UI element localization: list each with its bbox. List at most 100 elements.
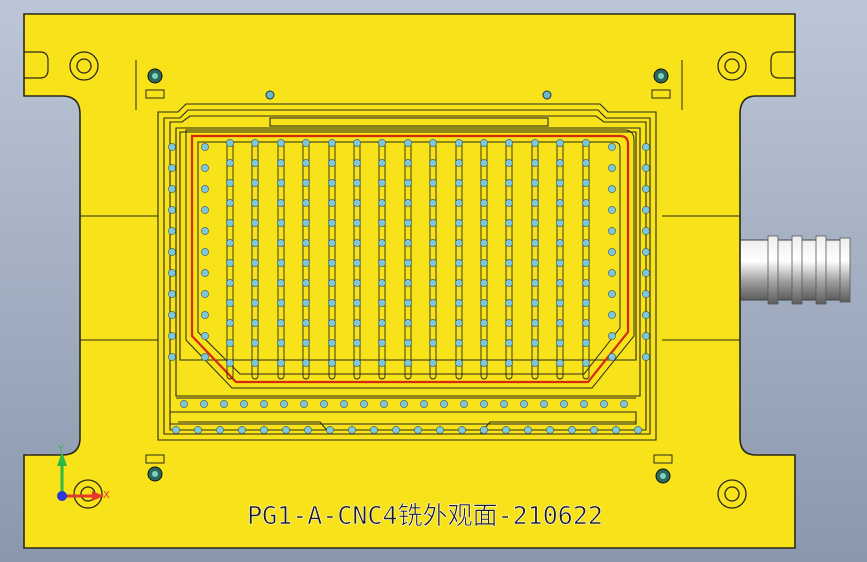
ejector-hole	[378, 259, 386, 267]
ejector-hole	[302, 259, 310, 267]
ejector-hole	[608, 290, 616, 298]
ejector-hole	[429, 279, 437, 287]
ejector-hole	[251, 259, 259, 267]
bolt-hole-bottom-right	[717, 479, 747, 509]
ejector-hole	[480, 426, 488, 434]
ejector-hole	[455, 219, 463, 227]
bolt-hole-bottom-right-inner	[724, 486, 740, 502]
ejector-hole	[455, 259, 463, 267]
ejector-hole	[340, 400, 348, 408]
ejector-hole	[480, 159, 488, 167]
ejector-hole	[582, 319, 590, 327]
ejector-hole	[360, 400, 368, 408]
ejector-hole	[328, 159, 336, 167]
ejector-hole	[505, 279, 513, 287]
ejector-hole	[226, 319, 234, 327]
ejector-hole	[642, 290, 650, 298]
ejector-hole	[226, 339, 234, 347]
ejector-hole	[505, 139, 513, 147]
ejector-hole	[353, 279, 361, 287]
ejector-hole	[348, 426, 356, 434]
ejector-hole	[378, 139, 386, 147]
ejector-hole	[556, 339, 564, 347]
ejector-hole	[531, 139, 539, 147]
ejector-hole	[201, 248, 209, 256]
ejector-hole	[326, 426, 334, 434]
ejector-hole	[302, 319, 310, 327]
ejector-hole	[455, 139, 463, 147]
ejector-hole	[556, 159, 564, 167]
bolt-holes	[69, 51, 747, 509]
ejector-hole	[168, 269, 176, 277]
ejector-hole	[560, 400, 568, 408]
ejector-hole	[226, 299, 234, 307]
ejector-hole	[608, 206, 616, 214]
ejector-hole	[282, 426, 290, 434]
ejector-hole	[277, 279, 285, 287]
ejector-hole	[328, 239, 336, 247]
ejector-hole	[328, 279, 336, 287]
ejector-hole	[226, 199, 234, 207]
ejector-hole	[277, 199, 285, 207]
bolt-hole-top-left-inner	[76, 58, 92, 74]
ejector-hole	[378, 179, 386, 187]
ejector-hole	[556, 199, 564, 207]
ejector-hole	[455, 199, 463, 207]
ejector-hole	[404, 259, 412, 267]
ejector-hole	[328, 259, 336, 267]
ejector-hole	[505, 259, 513, 267]
ejector-hole	[455, 279, 463, 287]
ejector-hole	[201, 290, 209, 298]
ejector-hole	[168, 206, 176, 214]
ejector-hole	[582, 359, 590, 367]
ejector-hole	[480, 259, 488, 267]
ejector-hole	[353, 179, 361, 187]
ejector-hole	[540, 400, 548, 408]
ejector-hole	[480, 219, 488, 227]
ejector-hole	[455, 339, 463, 347]
ejector-hole	[251, 159, 259, 167]
ejector-hole	[429, 299, 437, 307]
ejector-hole	[251, 179, 259, 187]
ejector-hole	[582, 179, 590, 187]
ejector-hole	[370, 426, 378, 434]
ejector-hole	[608, 248, 616, 256]
ejector-hole	[505, 359, 513, 367]
ejector-hole	[582, 339, 590, 347]
ejector-hole	[480, 279, 488, 287]
ejector-hole	[429, 239, 437, 247]
ejector-hole	[226, 279, 234, 287]
ejector-hole	[353, 199, 361, 207]
ejector-hole	[455, 239, 463, 247]
ejector-hole	[201, 227, 209, 235]
ejector-hole	[582, 159, 590, 167]
ejector-hole	[404, 319, 412, 327]
z-axis-dot	[57, 491, 67, 501]
ejector-hole	[353, 239, 361, 247]
ejector-hole	[608, 311, 616, 319]
ejector-hole	[302, 159, 310, 167]
ejector-hole	[608, 143, 616, 151]
ejector-hole	[328, 299, 336, 307]
ejector-hole	[353, 299, 361, 307]
ejector-hole	[634, 426, 642, 434]
cooling-channel-inner	[197, 141, 621, 375]
ejector-hole	[556, 139, 564, 147]
ejector-hole	[260, 400, 268, 408]
bolt-hole-top-left	[69, 51, 99, 81]
ejector-hole	[480, 199, 488, 207]
ejector-hole	[505, 239, 513, 247]
ejector-hole	[568, 426, 576, 434]
ejector-hole	[404, 139, 412, 147]
hose-fitting[interactable]	[737, 235, 851, 305]
ejector-hole	[251, 359, 259, 367]
ejector-hole-grid	[168, 139, 650, 434]
ejector-hole	[429, 319, 437, 327]
cooling-channel	[190, 134, 630, 384]
ejector-hole	[455, 159, 463, 167]
ejector-hole	[201, 206, 209, 214]
ejector-hole	[582, 279, 590, 287]
ejector-hole	[251, 299, 259, 307]
